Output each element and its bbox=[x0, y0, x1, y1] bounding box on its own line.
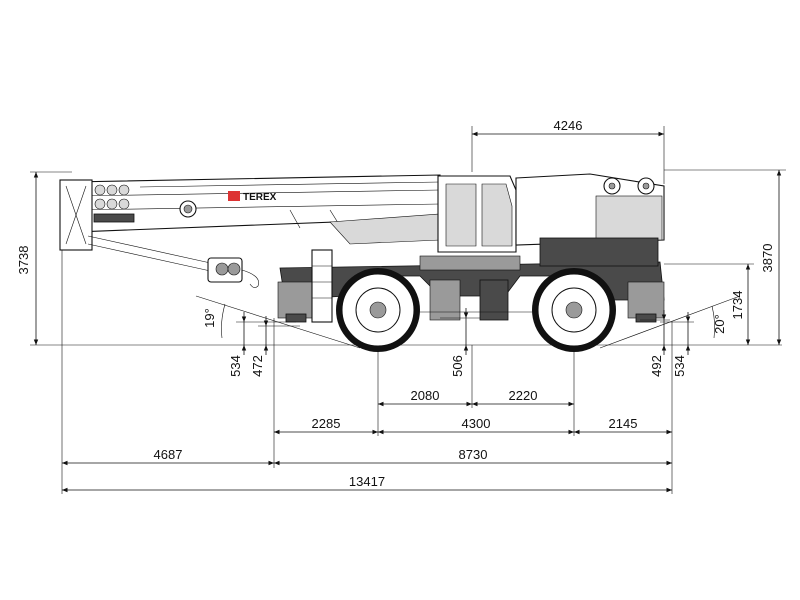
brand-logo-mark bbox=[228, 191, 240, 201]
dim-overall-length: 13417 bbox=[349, 474, 385, 489]
dim-height-overall: 3870 bbox=[760, 244, 775, 273]
dim-height-boom: 3738 bbox=[16, 246, 31, 275]
dim-rear-axle-clearance: 492 bbox=[649, 355, 664, 377]
dim-front-overhang: 2285 bbox=[312, 416, 341, 431]
dim-center-to-rear-axle: 2220 bbox=[509, 388, 538, 403]
dim-center-clearance: 506 bbox=[450, 355, 465, 377]
dim-front-clearance: 534 bbox=[228, 355, 243, 377]
dim-cab-to-rear: 4246 bbox=[554, 118, 583, 133]
crane-graphic: TEREX bbox=[59, 173, 665, 352]
dim-wheelbase: 4300 bbox=[462, 416, 491, 431]
brand-logo: TEREX bbox=[243, 192, 277, 203]
dim-carrier-length: 8730 bbox=[459, 447, 488, 462]
approach-angle: 19° bbox=[202, 308, 217, 328]
rear-wheel bbox=[532, 268, 616, 352]
dim-center-to-front-axle: 2080 bbox=[411, 388, 440, 403]
dim-boom-overhang: 4687 bbox=[154, 447, 183, 462]
dim-front-axle-clearance: 472 bbox=[250, 355, 265, 377]
dim-rear-overhang: 2145 bbox=[609, 416, 638, 431]
dim-deck-height: 1734 bbox=[730, 291, 745, 320]
front-wheel bbox=[336, 268, 420, 352]
departure-angle: 20° bbox=[712, 314, 727, 334]
dim-rear-clearance: 534 bbox=[672, 355, 687, 377]
